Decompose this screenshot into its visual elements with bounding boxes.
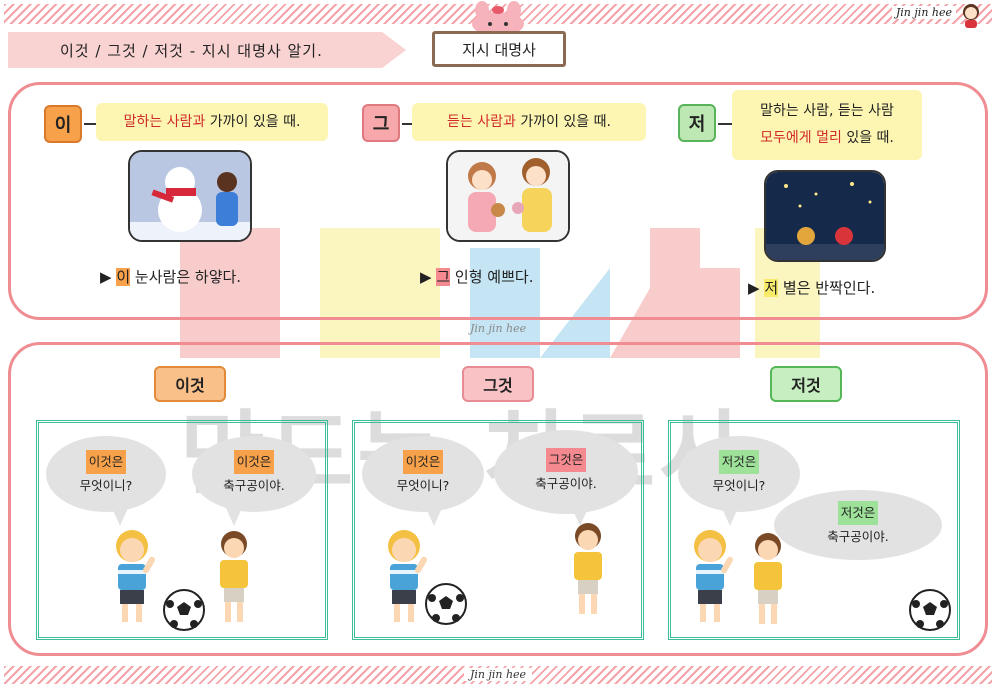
boy-brown-hair-icon <box>574 523 602 614</box>
pronoun-geu-example: ▶ 그 인형 예쁘다. <box>420 268 534 286</box>
boy-brown-hair-icon <box>220 531 248 622</box>
example-frame-geugeot <box>352 420 644 640</box>
pronoun-i-description: 말하는 사람과 가까이 있을 때. <box>96 103 328 141</box>
bubble-tail <box>572 508 588 526</box>
soccer-ball-icon <box>163 589 205 631</box>
connector-line <box>402 123 416 125</box>
soccer-ball-icon <box>425 583 467 625</box>
bubble-tail <box>426 508 442 526</box>
boy-blonde-icon <box>116 530 155 622</box>
label-jeogeot: 저것 <box>770 366 842 402</box>
label-igeot: 이것 <box>154 366 226 402</box>
bubble-tail <box>226 508 242 526</box>
pronoun-i-example: ▶ 이 눈사람은 하얗다. <box>100 268 242 286</box>
boy-brown-hair-icon <box>754 533 782 624</box>
topic-label: 지시 대명사 <box>432 31 566 67</box>
soccer-ball-icon <box>909 589 951 631</box>
pronoun-jeo-description: 말하는 사람, 듣는 사람 모두에게 멀리 있을 때. <box>732 90 922 160</box>
watermark-sub: Jin jin hee <box>470 322 527 335</box>
example-panel <box>8 342 988 656</box>
girl-avatar-icon <box>963 4 979 28</box>
header-brand: Jin jin hee <box>891 6 956 19</box>
pronoun-geu-badge: 그 <box>362 104 400 142</box>
pronoun-i-badge: 이 <box>44 105 82 143</box>
night-stars-picture <box>764 170 886 262</box>
example-frame-jeogeot <box>668 420 960 640</box>
boy-blonde-icon <box>388 530 427 622</box>
bubble-tail <box>722 508 738 526</box>
highlight-word: 저 <box>764 279 779 297</box>
example-frame-igeot <box>36 420 328 640</box>
boy-blonde-icon <box>694 530 733 622</box>
pronoun-geu-description: 듣는 사람과 가까이 있을 때. <box>412 103 646 141</box>
pink-bunny-mascot-icon <box>472 1 524 34</box>
footer-brand: Jin jin hee <box>0 668 996 681</box>
page-title: 이것 / 그것 / 저것 - 지시 대명사 알기. <box>8 32 406 68</box>
connector-line <box>718 123 732 125</box>
highlight-word: 이 <box>116 268 131 286</box>
label-geugeot: 그것 <box>462 366 534 402</box>
snowman-picture <box>128 150 252 242</box>
connector-line <box>84 123 98 125</box>
pronoun-jeo-badge: 저 <box>678 104 716 142</box>
pronoun-jeo-example: ▶ 저 별은 반짝인다. <box>748 279 876 297</box>
girls-with-dolls-picture <box>446 150 570 242</box>
bubble-tail <box>112 508 128 526</box>
definition-panel <box>8 82 988 320</box>
highlight-word: 그 <box>436 268 451 286</box>
